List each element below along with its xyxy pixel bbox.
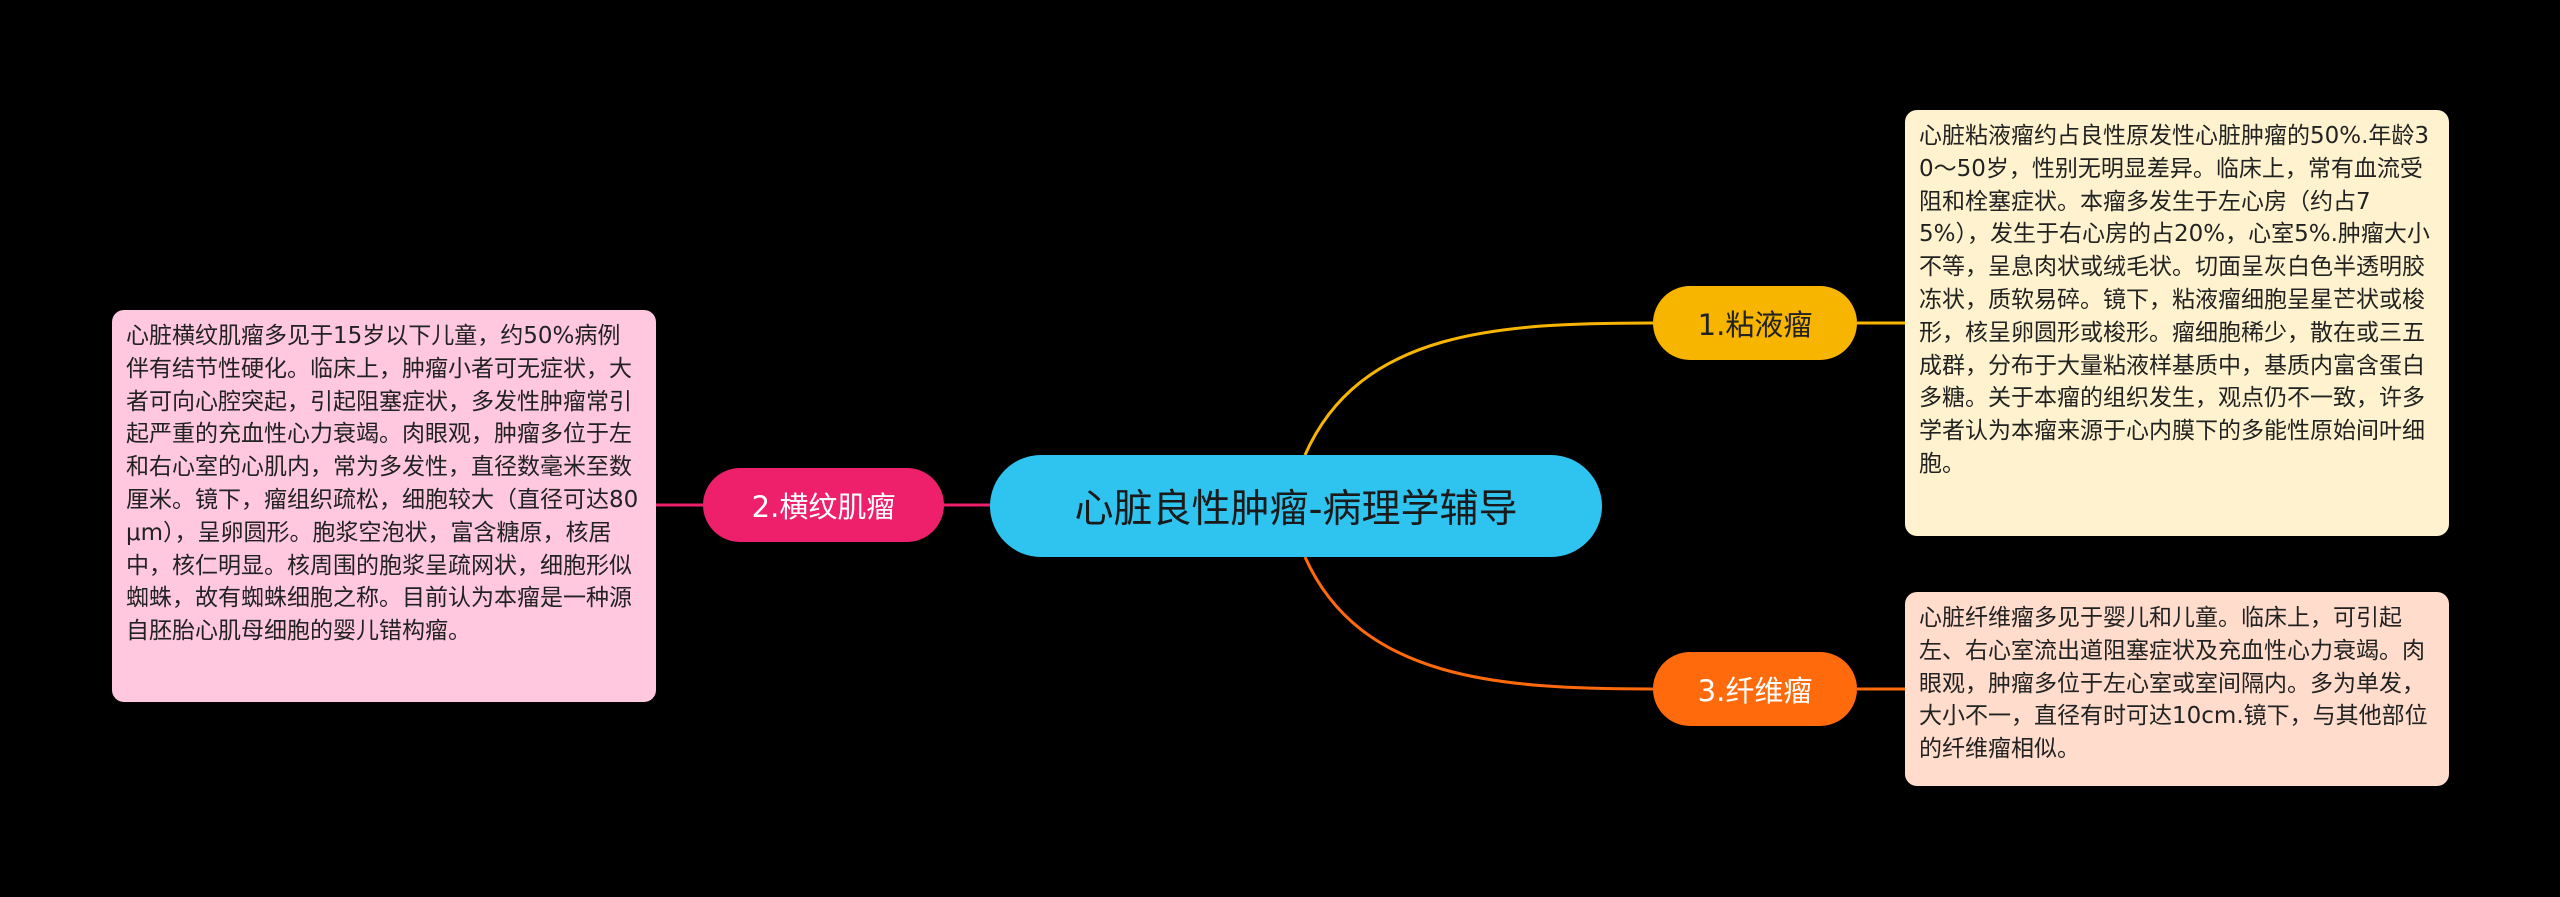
leaf-note-rhabdomyoma[interactable]: 心脏横纹肌瘤多见于15岁以下儿童，约50%病例伴有结节性硬化。临床上，肿瘤小者可… (112, 310, 656, 702)
connector-central-to-branch-3 (1303, 556, 1654, 691)
connector-central-to-branch-1 (1303, 321, 1654, 456)
branch-node-fibroma[interactable]: 3.纤维瘤 (1653, 652, 1857, 726)
central-topic[interactable]: 心脏良性肿瘤-病理学辅导 (990, 455, 1602, 557)
branch-node-myxoma[interactable]: 1.粘液瘤 (1653, 286, 1857, 360)
branch-node-rhabdomyoma[interactable]: 2.横纹肌瘤 (703, 468, 944, 542)
leaf-note-fibroma[interactable]: 心脏纤维瘤多见于婴儿和儿童。临床上，可引起左、右心室流出道阻塞症状及充血性心力衰… (1905, 592, 2449, 786)
leaf-note-myxoma[interactable]: 心脏粘液瘤约占良性原发性心脏肿瘤的50%.年龄30～50岁，性别无明显差异。临床… (1905, 110, 2449, 536)
